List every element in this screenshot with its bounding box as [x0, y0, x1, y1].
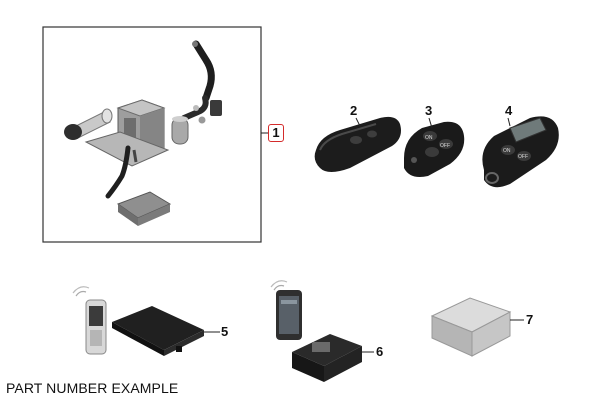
assembly-frame — [42, 26, 262, 243]
remote-fob-4[interactable]: ON OFF — [482, 116, 559, 188]
callout-7: 7 — [526, 312, 534, 327]
callout-4: 4 — [505, 103, 513, 118]
callout-2: 2 — [350, 103, 358, 118]
leader-lines — [204, 117, 524, 353]
remote4-off-label: OFF — [518, 154, 528, 160]
box-part-7[interactable] — [430, 297, 512, 357]
phone-control-unit-6[interactable] — [270, 280, 362, 382]
callout-3: 3 — [425, 103, 433, 118]
remote-fob-3[interactable]: ON OFF — [404, 121, 465, 177]
callout-5: 5 — [221, 324, 229, 339]
callout-1: 1 — [268, 124, 284, 142]
remote3-off-label: OFF — [440, 143, 450, 149]
remote3-on-label: ON — [425, 135, 433, 141]
callout-6: 6 — [376, 344, 384, 359]
caption-part-number-example: PART NUMBER EXAMPLE — [6, 380, 179, 396]
remote4-on-label: ON — [503, 148, 511, 154]
heater-assembly[interactable] — [64, 40, 222, 226]
phone-module-5[interactable] — [72, 286, 204, 356]
remote-fob-2[interactable] — [314, 116, 401, 172]
